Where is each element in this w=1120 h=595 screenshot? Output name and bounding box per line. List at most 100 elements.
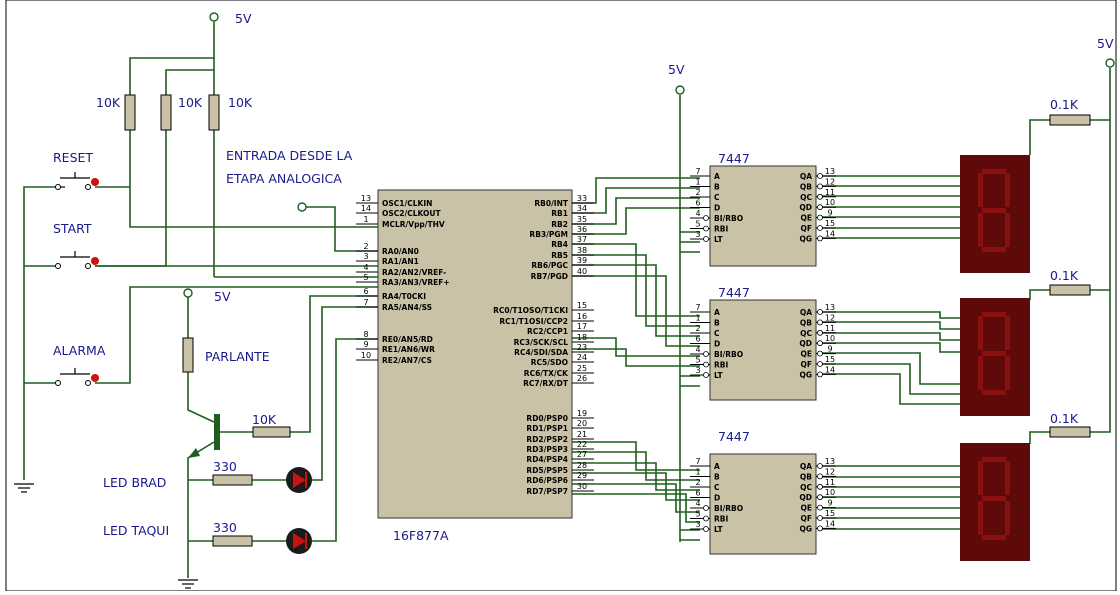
mcu-pin-name: OSC1/CLKIN: [382, 199, 432, 208]
decoder-pin-number: 1: [695, 468, 700, 477]
decoder-pin-number: 5: [695, 220, 700, 229]
display-segment: [1005, 501, 1010, 535]
mcu-pin-name: RB3/PGM: [529, 230, 568, 239]
mcu-pin-name: RA2/AN2/VREF-: [382, 268, 446, 277]
mcu-pin-number: 39: [577, 256, 587, 265]
decoder-pin-name: QC: [800, 329, 812, 338]
display-segment: [978, 213, 983, 247]
decoder-pin-number: 13: [825, 167, 835, 176]
decoder-pin-name: QF: [801, 514, 813, 523]
decoder-pin-number: 9: [827, 499, 832, 508]
decoder-pin-name: QC: [800, 193, 812, 202]
mcu-pin-number: 34: [577, 204, 587, 213]
decoder-pin-name: B: [714, 473, 720, 482]
mcu-pin-number: 10: [361, 351, 371, 360]
mcu-pin-number: 29: [577, 471, 587, 480]
decoder-pin-name: A: [714, 308, 720, 317]
mcu-pin-number: 8: [363, 330, 368, 339]
mcu-pin-name: RD3/PSP3: [526, 445, 568, 454]
decoder-pin-number: 6: [695, 335, 700, 344]
decoder-pin-name: BI/RBO: [714, 214, 743, 223]
mcu-pin-number: 35: [577, 215, 587, 224]
resistor-brad: [212, 474, 253, 486]
decoder-pin-number: 9: [827, 345, 832, 354]
decoder-pin-number: 3: [695, 230, 700, 239]
decoder-pin-number: 7: [695, 457, 700, 466]
mcu-pin-name: RC3/SCK/SCL: [514, 338, 569, 347]
r-taqui-label: 330: [213, 520, 237, 535]
led-brad-label: LED BRAD: [103, 475, 166, 490]
decoder-pin-number: 11: [825, 188, 835, 197]
display-segment: [978, 461, 983, 495]
wires: [23, 22, 1111, 578]
decoder-pin-number: 10: [825, 198, 835, 207]
decoder-pin-number: 3: [695, 366, 700, 375]
mcu-pin-name: RC4/SDI/SDA: [514, 348, 568, 357]
decoder-pin-name: RBI: [714, 515, 728, 524]
start-pushbutton[interactable]: [55, 251, 100, 269]
display-segment: [978, 501, 983, 535]
alarma-label: ALARMA: [53, 343, 106, 358]
mcu-pin-name: RC2/CCP1: [527, 327, 568, 336]
decoder-3-label: 7447: [718, 429, 750, 444]
vcc-mid-terminal: [675, 85, 685, 95]
display-segment: [982, 169, 1006, 174]
display-segment: [982, 496, 1006, 501]
decoder-pin-name: QA: [800, 462, 812, 471]
mcu-pin-number: 9: [363, 340, 368, 349]
decoder-pin-name: QG: [799, 370, 812, 379]
entrada-label-line1: ENTRADA DESDE LA: [226, 148, 353, 163]
decoder-pin-number: 7: [695, 303, 700, 312]
decoder-pin-name: B: [714, 183, 720, 192]
decoder-pin-name: QE: [801, 214, 813, 223]
mcu-pin-name: RE2/AN7/CS: [382, 356, 432, 365]
decoder-3-body: [709, 453, 817, 555]
decoder-pin-number: 12: [825, 313, 835, 322]
mcu-pin-number: 1: [363, 215, 368, 224]
mcu-pin-number: 25: [577, 364, 587, 373]
vcc-parlante-terminal: [183, 288, 193, 298]
ground-left-icon: [14, 483, 34, 493]
decoder-1-body: [709, 165, 817, 267]
mcu-pin-name: RD6/PSP6: [526, 476, 568, 485]
decoder-2-label: 7447: [718, 285, 750, 300]
mcu-pin-name: RA5/AN4/SS: [382, 303, 432, 312]
resistor-disp1: [1049, 114, 1091, 126]
led-taqui-icon: [286, 528, 312, 554]
decoder-pin-number: 14: [825, 229, 835, 238]
mcu-pin-name: RB4: [551, 240, 568, 249]
mcu-pin-name: RC7/RX/DT: [523, 379, 569, 388]
decoder-pin-name: QE: [801, 350, 813, 359]
vcc-top-label: 5V: [235, 11, 252, 26]
mcu-pin-number: 20: [577, 419, 587, 428]
decoder-pin-number: 1: [695, 314, 700, 323]
mcu-pin-number: 24: [577, 353, 587, 362]
decoder-1-label: 7447: [718, 151, 750, 166]
decoder-pin-name: QD: [799, 493, 812, 502]
mcu-pin-name: RC6/TX/CK: [524, 369, 569, 378]
r-disp1-label: 0.1K: [1050, 97, 1079, 112]
mcu-pin-number: 22: [577, 440, 587, 449]
decoder-pin-name: QA: [800, 308, 812, 317]
decoder-pins: 7A1B2C6D4BI/RBO5RBI3LT13QA12QB11QC10QD9Q…: [690, 167, 836, 534]
mcu-pin-name: RD1/PSP1: [526, 424, 568, 433]
r-disp3-label: 0.1K: [1050, 411, 1079, 426]
r-disp2-label: 0.1K: [1050, 268, 1079, 283]
mcu-pin-name: RD0/PSP0: [526, 414, 568, 423]
mcu-pin-number: 13: [361, 194, 371, 203]
decoder-pin-name: B: [714, 319, 720, 328]
vcc-right-terminal: [1105, 58, 1115, 68]
decoder-pin-name: QD: [799, 203, 812, 212]
mcu-pin-number: 26: [577, 374, 587, 383]
reset-pushbutton[interactable]: [55, 172, 99, 190]
decoder-pin-number: 11: [825, 478, 835, 487]
entrada-terminal: [297, 202, 307, 212]
decoder-pin-number: 4: [695, 499, 700, 508]
decoder-pin-number: 12: [825, 467, 835, 476]
decoder-pin-number: 10: [825, 488, 835, 497]
alarma-pushbutton[interactable]: [55, 368, 100, 386]
decoder-pin-name: C: [714, 193, 720, 202]
mcu-pin-number: 38: [577, 246, 587, 255]
seven-segment-display: [960, 298, 1030, 416]
